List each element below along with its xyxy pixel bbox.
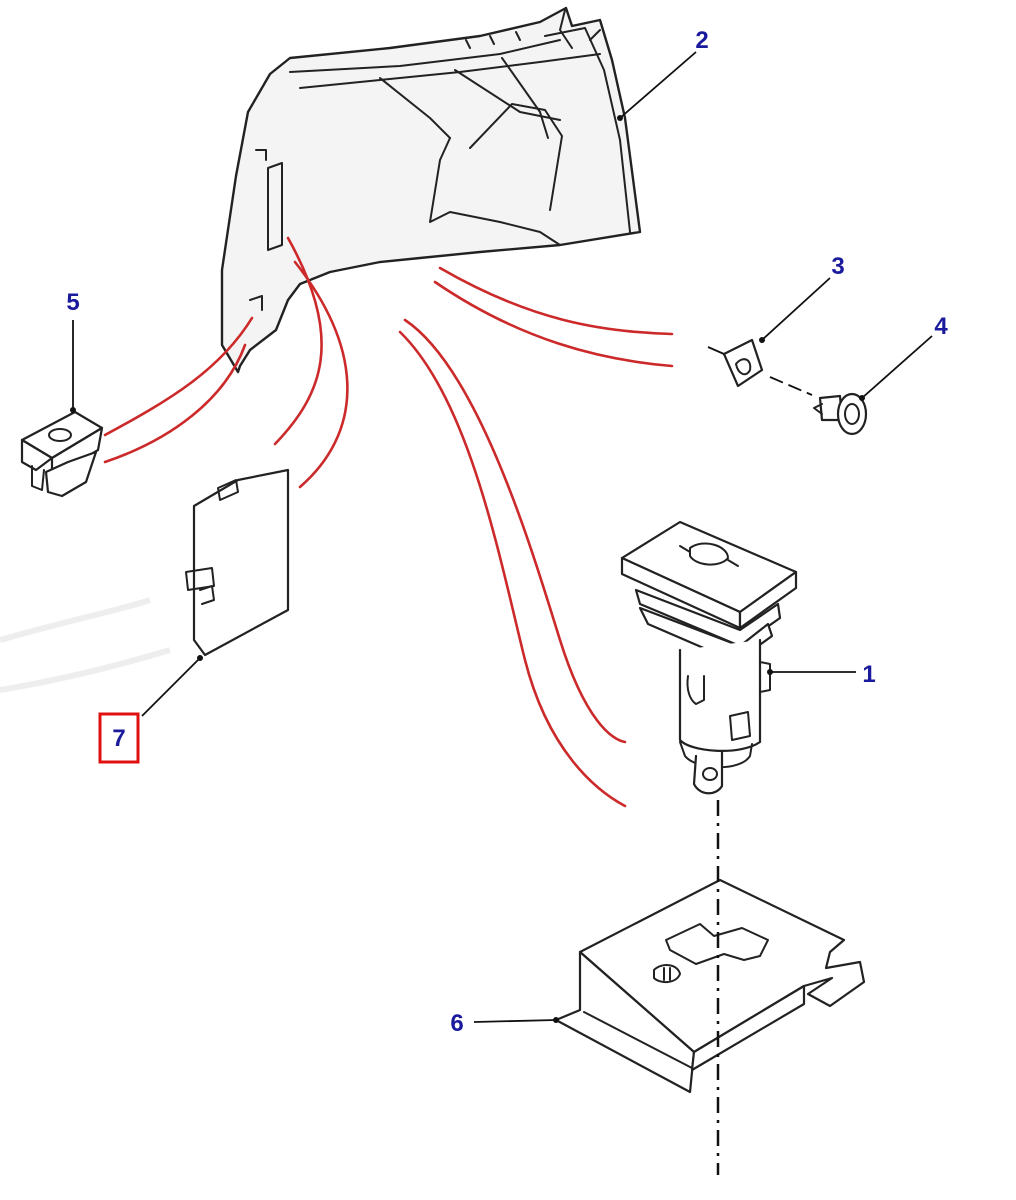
- access-cover-part-7[interactable]: [185, 468, 290, 657]
- background-smudge: [0, 597, 171, 693]
- screw-part-4[interactable]: [813, 392, 868, 436]
- clip-nut-part-3[interactable]: [707, 338, 764, 388]
- leader-lines: [70, 51, 933, 1023]
- screw-axis-line: [769, 376, 813, 396]
- callout-1-label[interactable]: 1: [862, 661, 875, 688]
- callout-2-label[interactable]: 2: [695, 27, 708, 54]
- clip-part-5[interactable]: [20, 410, 104, 498]
- callout-6-label[interactable]: 6: [450, 1010, 463, 1037]
- callout-5-label[interactable]: 5: [66, 289, 79, 316]
- socket-part-1[interactable]: [620, 520, 798, 795]
- callout-7-label[interactable]: 7: [112, 725, 125, 752]
- callout-3-label[interactable]: 3: [831, 253, 844, 280]
- routing-lines: [103, 236, 674, 808]
- bracket-part-6[interactable]: [554, 878, 866, 1094]
- callout-7-highlight-box: [98, 712, 140, 764]
- callout-4-label[interactable]: 4: [934, 313, 948, 340]
- quarter-trim-panel-part-2[interactable]: [220, 6, 642, 374]
